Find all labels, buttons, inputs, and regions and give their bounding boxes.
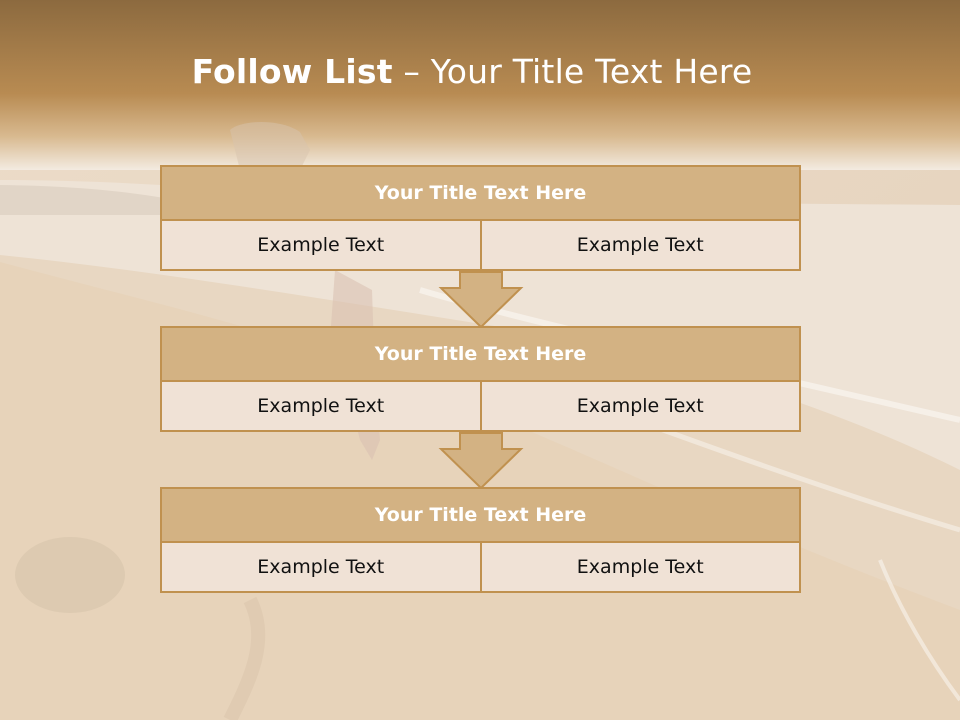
example-text-right: Example Text: [481, 221, 801, 271]
block-row: Example Text Example Text: [160, 221, 801, 271]
example-text-right: Example Text: [481, 543, 801, 593]
down-arrow-icon: [438, 271, 524, 329]
list-block-3: Your Title Text Here Example Text Exampl…: [160, 487, 801, 593]
list-block-2: Your Title Text Here Example Text Exampl…: [160, 326, 801, 432]
example-text-right: Example Text: [481, 382, 801, 432]
example-text-left: Example Text: [160, 382, 482, 432]
block-title: Your Title Text Here: [160, 326, 801, 382]
example-text-left: Example Text: [160, 543, 482, 593]
block-title: Your Title Text Here: [160, 487, 801, 543]
block-row: Example Text Example Text: [160, 382, 801, 432]
block-row: Example Text Example Text: [160, 543, 801, 593]
block-title: Your Title Text Here: [160, 165, 801, 221]
example-text-left: Example Text: [160, 221, 482, 271]
slide-title-rest: – Your Title Text Here: [403, 52, 753, 91]
slide-title-bold: Follow List: [191, 52, 393, 91]
list-block-1: Your Title Text Here Example Text Exampl…: [160, 165, 801, 271]
down-arrow-icon: [438, 432, 524, 490]
slide-title: Follow List – Your Title Text Here: [0, 52, 944, 91]
